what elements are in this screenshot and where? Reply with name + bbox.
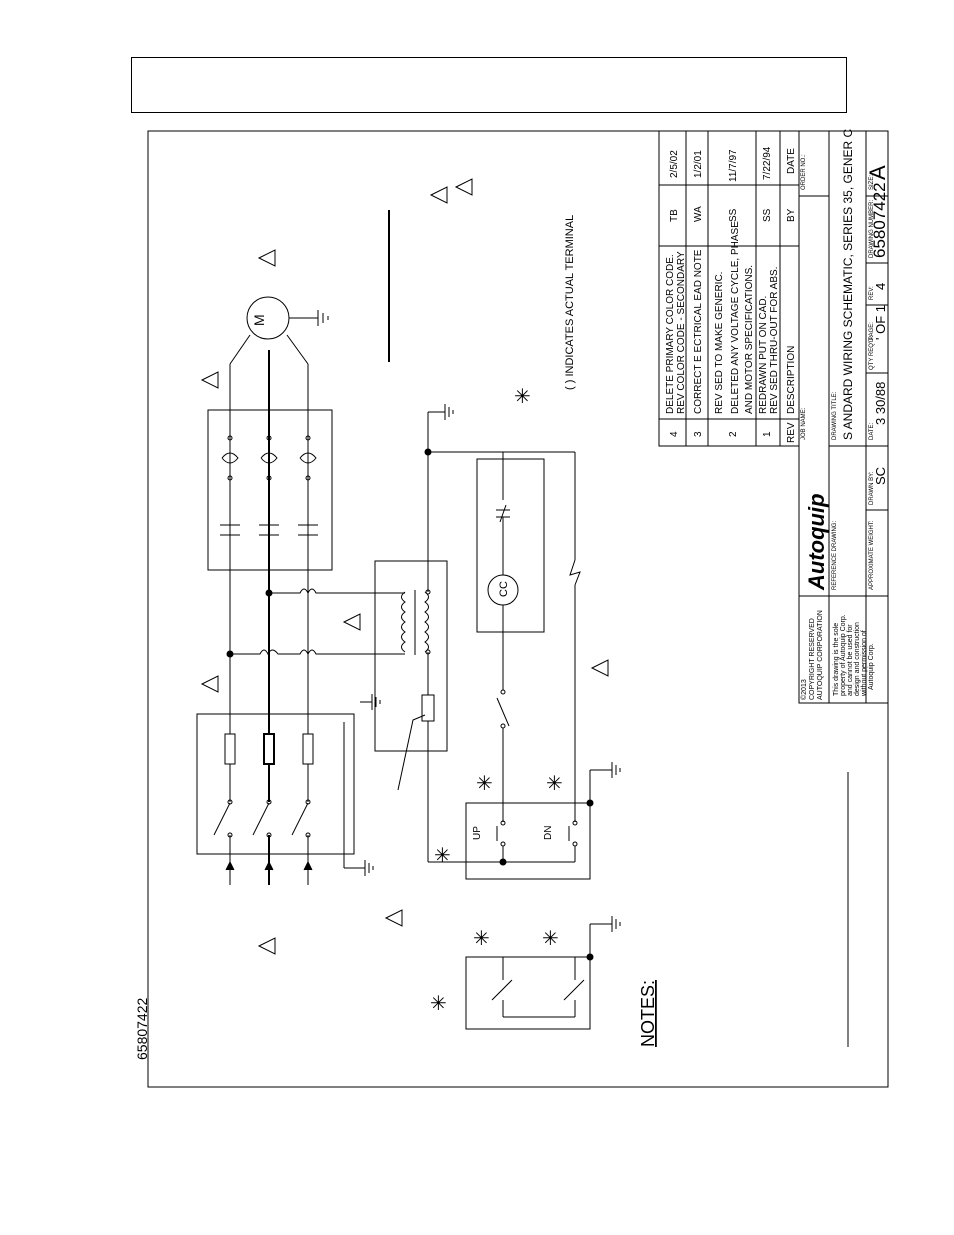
rev3-number: 3 (693, 431, 704, 437)
contactor-contacts (220, 435, 318, 536)
up-switch-label: UP (472, 826, 483, 840)
rev-value: 4 (873, 283, 888, 290)
rev-header-desc: DESCRIPTION (786, 346, 797, 414)
size-label: SIZE: (869, 175, 875, 190)
job-name-label: JOB NAME: (801, 407, 807, 440)
transformer-enclosure (374, 560, 448, 752)
limit-switches (491, 916, 621, 1018)
motor-symbol: M (229, 296, 329, 365)
contactor-enclosure (207, 409, 333, 571)
rev4-date: 2/5/02 (669, 150, 680, 178)
title-block (798, 130, 889, 704)
rev3-desc-1: CORRECT E ECTRICAL EAD NOTE (693, 249, 704, 414)
incoming-power-lines (225, 835, 313, 885)
rev4-by: TB (669, 209, 680, 222)
rev4-number: 4 (669, 431, 680, 437)
fuse-l1 (224, 733, 236, 765)
rev2-desc-2: DELETED ANY VOLTAGE CYCLE, PHASE (730, 221, 741, 414)
ground-symbol (343, 722, 374, 876)
rev1-desc-1: REDRAWN PUT ON CAD. (758, 296, 769, 414)
rev1-number: 1 (762, 431, 773, 437)
pendant-switches: UP DN (427, 762, 621, 866)
limit-switch-box (465, 956, 591, 1030)
motor-label: M (251, 314, 267, 326)
rev1-desc-2: REV SED THRU-OUT FOR ABS. (769, 267, 780, 414)
drawing-title-label: DRAWING TITLE: (832, 391, 838, 440)
disconnect-switch (213, 799, 311, 838)
disconnect-enclosure (196, 713, 355, 855)
qty-label: QTY REQ'D: (869, 336, 875, 370)
rev1-by: SS (762, 208, 773, 222)
rev-header-rev: REV (786, 422, 797, 443)
rev1-date: 7/22/94 (762, 146, 773, 180)
svg-text:✳: ✳ (434, 845, 451, 867)
rev2-desc-1: REV SED TO MAKE GENERIC. (714, 272, 725, 414)
drawn-by: SC (873, 467, 888, 485)
rev2-desc-3: AND MOTOR SPECIFICATIONS. (744, 265, 755, 414)
terminal-note: ( ) INDICATES ACTUAL TERMINAL (564, 215, 576, 390)
ownership-4: design and construction (854, 622, 861, 696)
rev-header-date: DATE (786, 148, 797, 174)
rev4-desc-2: REV COLOR CODE - SECONDARY (676, 251, 687, 414)
svg-text:✳: ✳ (514, 386, 531, 408)
fuse-l2 (263, 733, 275, 765)
rev-header-by: BY (786, 208, 797, 222)
svg-text:✳: ✳ (546, 773, 563, 795)
approx-weight-label: APPROXIMATE WEIGHT: (869, 520, 875, 590)
drawing-title: S ANDARD WIRING SCHEMATIC, SERIES 35, GE… (841, 129, 855, 440)
drawing-number: 65807422 (870, 182, 889, 258)
ground-symbol (360, 694, 381, 710)
svg-text:✳: ✳ (542, 928, 559, 950)
copyright-company: AUTOQUIP CORPORATION (817, 610, 824, 700)
ownership-5: without permission of (861, 630, 868, 697)
revision-triangles (200, 178, 609, 955)
svg-text:✳: ✳ (476, 773, 493, 795)
date-label: DATE: (869, 422, 875, 440)
fuse-l3 (302, 733, 314, 765)
ownership-3: and cannot be used for (847, 624, 854, 696)
rev2-date: 11/7/97 (728, 149, 739, 182)
coil-label: CC (498, 581, 510, 597)
copyright-reserved: COPYRIGHT RESERVED (809, 618, 816, 700)
page-label: PAGE: (869, 322, 875, 340)
dn-switch-label: DN (543, 826, 554, 840)
notes-title: NOTES: (638, 980, 658, 1047)
page-value: ' OF 1 (873, 305, 888, 340)
drawn-by-label: DRAWN BY: (869, 471, 875, 505)
rev2-by: SS (728, 208, 739, 222)
power-buses (226, 350, 405, 802)
date-value: 3 30/88 (873, 382, 888, 425)
rev3-by: WA (693, 206, 704, 222)
reference-drawing-label: REFERENCE DRAWING: (832, 521, 838, 590)
pendant-switch-box (465, 802, 591, 880)
drawing-number-label: DRAWING NUMBER: (869, 200, 875, 258)
svg-text:✳: ✳ (430, 993, 447, 1015)
ownership-2: property of Autoquip Corp. (840, 614, 847, 696)
side-drawing-number: 65807422 (134, 997, 150, 1060)
ownership-6: Autoquip Corp. (868, 643, 875, 690)
svg-text:✳: ✳ (473, 928, 490, 950)
rev3-date: 1/2/01 (693, 150, 704, 178)
ownership-1: This drawing is the sole (833, 623, 840, 696)
company-logo: Autoquip (804, 493, 829, 591)
control-circuit: CC (424, 404, 581, 822)
order-no-label: ORDER NO.: (801, 154, 807, 190)
transformer-windings (397, 452, 435, 850)
copyright-year: ©2013 (800, 679, 808, 700)
rev2-number: 2 (728, 431, 739, 437)
header-box (131, 57, 847, 113)
rev4-desc-1: DELETE PRIMARY COLOR CODE. (665, 254, 676, 414)
size-value: A (865, 165, 890, 180)
rev-label: REV: (869, 286, 875, 300)
asterisk-markers: ✳ ✳ ✳ ✳ ✳ ✳ ✳ (430, 386, 563, 1015)
